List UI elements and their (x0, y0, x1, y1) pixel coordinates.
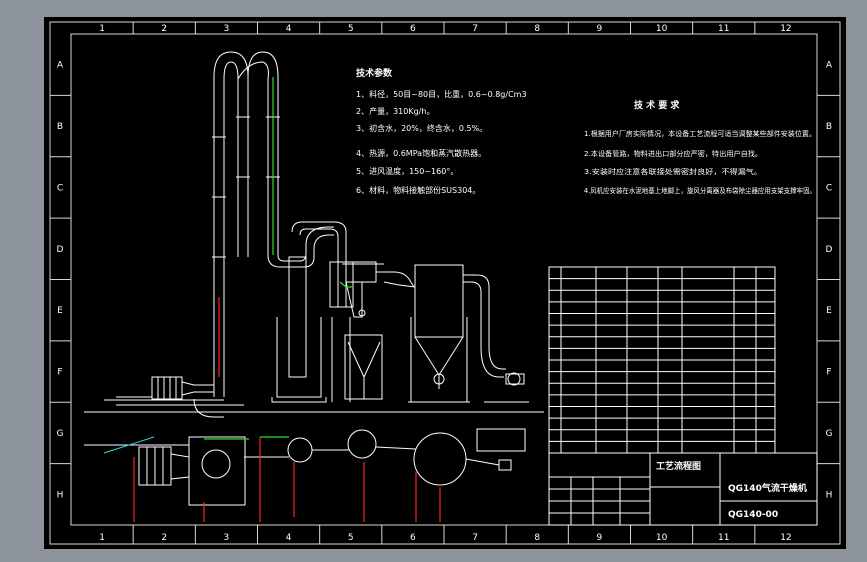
column-label: 12 (780, 24, 791, 34)
row-label: G (826, 429, 833, 439)
flow-chart-label: 工艺流程图 (656, 460, 701, 472)
cyclone-separator[interactable] (271, 221, 354, 403)
row-label: B (57, 122, 63, 132)
row-label: F (826, 368, 831, 378)
tech-param-line: 3、初含水，20%，终含水，0.5%。 (356, 123, 487, 133)
column-label: 1 (99, 24, 105, 34)
cyclone-separator-2[interactable] (339, 261, 415, 400)
row-label: H (826, 490, 833, 500)
column-label: 2 (161, 533, 167, 543)
row-label: E (57, 306, 63, 316)
row-label: F (57, 368, 62, 378)
column-label: 3 (224, 24, 230, 34)
tech-param-line: 6、材料，物料接触部份SUS304。 (356, 185, 480, 195)
tech-req-line: 1.根据用户厂房实际情况，本设备工艺流程可适当调整某些部件安装位置。 (584, 129, 816, 138)
column-label: 7 (472, 533, 478, 543)
tech-req-line: 2.本设备管路，物料进出口部分应严密，特出用户自找。 (584, 149, 762, 158)
column-label: 6 (410, 533, 416, 543)
column-label: 11 (718, 533, 729, 543)
row-label: H (57, 490, 64, 500)
column-label: 6 (410, 24, 416, 34)
parts-list-table[interactable] (548, 266, 776, 454)
column-label: 12 (780, 533, 791, 543)
tech-req-line: 4.风机应安装在水泥地基上地脚上，旋风分离器及布袋除尘器应用支架支撑牢固。 (584, 186, 816, 195)
tech-requirements-block: 技 术 要 求 1.根据用户厂房实际情况，本设备工艺流程可适当调整某些部件安装位… (584, 99, 816, 195)
row-label: B (826, 122, 832, 132)
row-label: D (57, 245, 64, 255)
row-labels-left: A B C D E F G H (50, 61, 71, 500)
bag-filter[interactable] (383, 264, 506, 403)
product-name: QG140气流干燥机 (728, 482, 807, 494)
column-label: 3 (224, 533, 230, 543)
column-label: 9 (597, 533, 603, 543)
column-label: 1 (99, 533, 105, 543)
tech-params-heading: 技术参数 (356, 67, 393, 79)
column-label: 10 (656, 24, 668, 34)
row-label: A (57, 61, 64, 71)
column-label: 10 (656, 533, 668, 543)
row-labels-right: A B C D E F G H (817, 61, 840, 500)
column-label: 5 (348, 24, 354, 34)
row-label: G (57, 429, 64, 439)
column-label: 4 (286, 533, 292, 543)
inner-frame (70, 33, 818, 526)
column-label: 8 (534, 533, 540, 543)
tech-req-heading: 技 术 要 求 (634, 99, 680, 111)
drawing-number: QG140-00 (728, 510, 778, 520)
tech-req-line: 3.安装时应注意各联接处需密封良好，不得漏气。 (584, 167, 762, 176)
plan-view[interactable] (84, 428, 526, 522)
row-label: A (826, 61, 833, 71)
column-label: 7 (472, 24, 478, 34)
tech-param-line: 2、产量，310Kg/h。 (356, 106, 434, 116)
induced-draft-fan[interactable] (484, 372, 529, 403)
column-label: 4 (286, 24, 292, 34)
outer-frame (49, 21, 841, 545)
tech-param-line: 4、热源，0.6MPa饱和蒸汽散热器。 (356, 148, 486, 158)
column-label: 2 (161, 24, 167, 34)
row-label: D (826, 245, 833, 255)
title-block[interactable]: 工艺流程图 QG140气流干燥机 QG140-00 (548, 452, 818, 526)
row-label: C (826, 183, 832, 193)
column-label: 5 (348, 533, 354, 543)
row-label: C (57, 183, 63, 193)
tech-param-line: 1、料径，50目~80目，比重，0.6~0.8g/Cm3 (356, 89, 527, 99)
drying-tube[interactable] (212, 51, 334, 397)
row-label: E (826, 306, 832, 316)
column-label: 8 (534, 24, 540, 34)
column-label: 9 (597, 24, 603, 34)
tech-param-line: 5、进风温度，150~160°。 (356, 166, 458, 176)
column-label: 11 (718, 24, 729, 34)
air-heater[interactable] (104, 376, 244, 418)
tech-params-block: 技术参数 1、料径，50目~80目，比重，0.6~0.8g/Cm3 2、产量，3… (356, 67, 527, 195)
